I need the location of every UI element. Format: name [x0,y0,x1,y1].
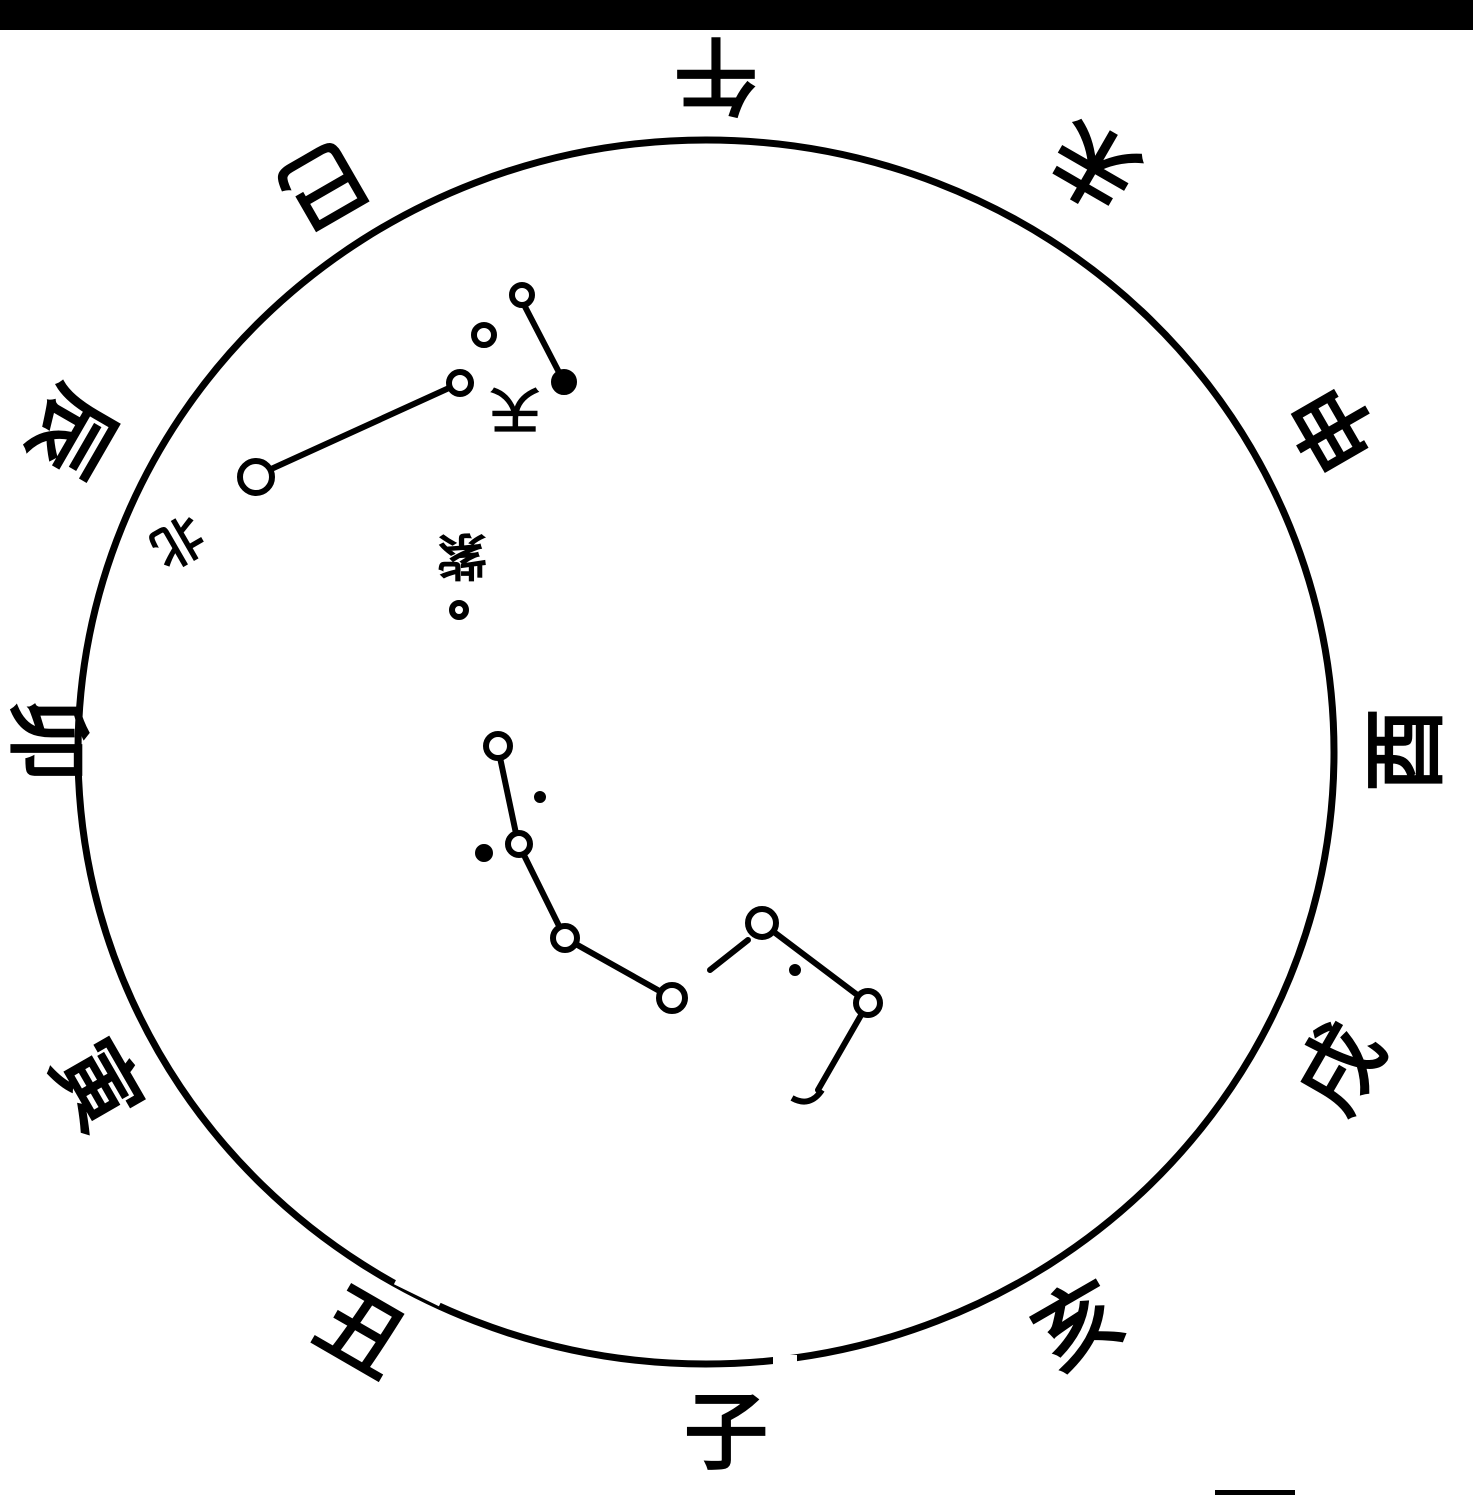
star-label-a: 天 [490,381,540,440]
star-11 [748,909,776,937]
star-label-c: 紫 [437,527,487,586]
star-dot-a [537,794,543,800]
branch-label-chen: 辰 [8,371,136,493]
line-upper-a [520,297,563,380]
star-labels: 天 北 紫 [142,381,540,586]
star-10 [659,985,685,1011]
star-4 [449,372,471,394]
constellation-lines [258,297,868,1090]
line-dipper-2 [518,843,565,938]
branch-label-xu: 戌 [1276,1007,1404,1129]
line-dipper-5 [818,1003,868,1090]
star-3 [554,372,574,392]
zodiac-circle [78,140,1334,1364]
branch-label-shen: 申 [1271,367,1399,489]
zodiac-circle-ring [78,140,1334,1364]
branch-labels: 午 未 申 酉 戌 亥 子 丑 寅 卯 辰 巳 [0,26,1455,1482]
star-dot-b [478,847,490,859]
star-5 [240,461,272,493]
star-7 [486,734,510,758]
star-13 [792,1090,822,1102]
star-dot-c [792,967,798,973]
corner-mark [1215,1490,1295,1495]
line-dipper-6 [710,940,748,970]
line-upper-b [258,383,460,475]
stars [240,285,880,1102]
branch-label-hai: 亥 [1017,1261,1139,1389]
branch-label-zi: 子 [684,1383,768,1482]
top-border-rule [0,0,1473,30]
line-dipper-4 [762,923,868,1003]
branch-label-wei: 未 [1034,101,1156,229]
star-8 [508,833,530,855]
star-2 [474,325,494,345]
branch-label-you: 酉 [1356,708,1455,792]
branch-label-wu: 午 [674,26,758,125]
branch-label-yin: 寅 [33,1024,161,1146]
star-1 [512,285,532,305]
branch-label-si: 巳 [262,121,384,249]
branch-label-mao: 卯 [0,698,98,782]
line-dipper-3 [565,938,672,998]
star-label-b: 北 [142,504,215,580]
star-12 [856,991,880,1015]
star-9 [553,926,577,950]
line-dipper-1 [498,748,518,843]
circle-gaps [238,298,1228,1362]
star-6 [452,603,466,617]
